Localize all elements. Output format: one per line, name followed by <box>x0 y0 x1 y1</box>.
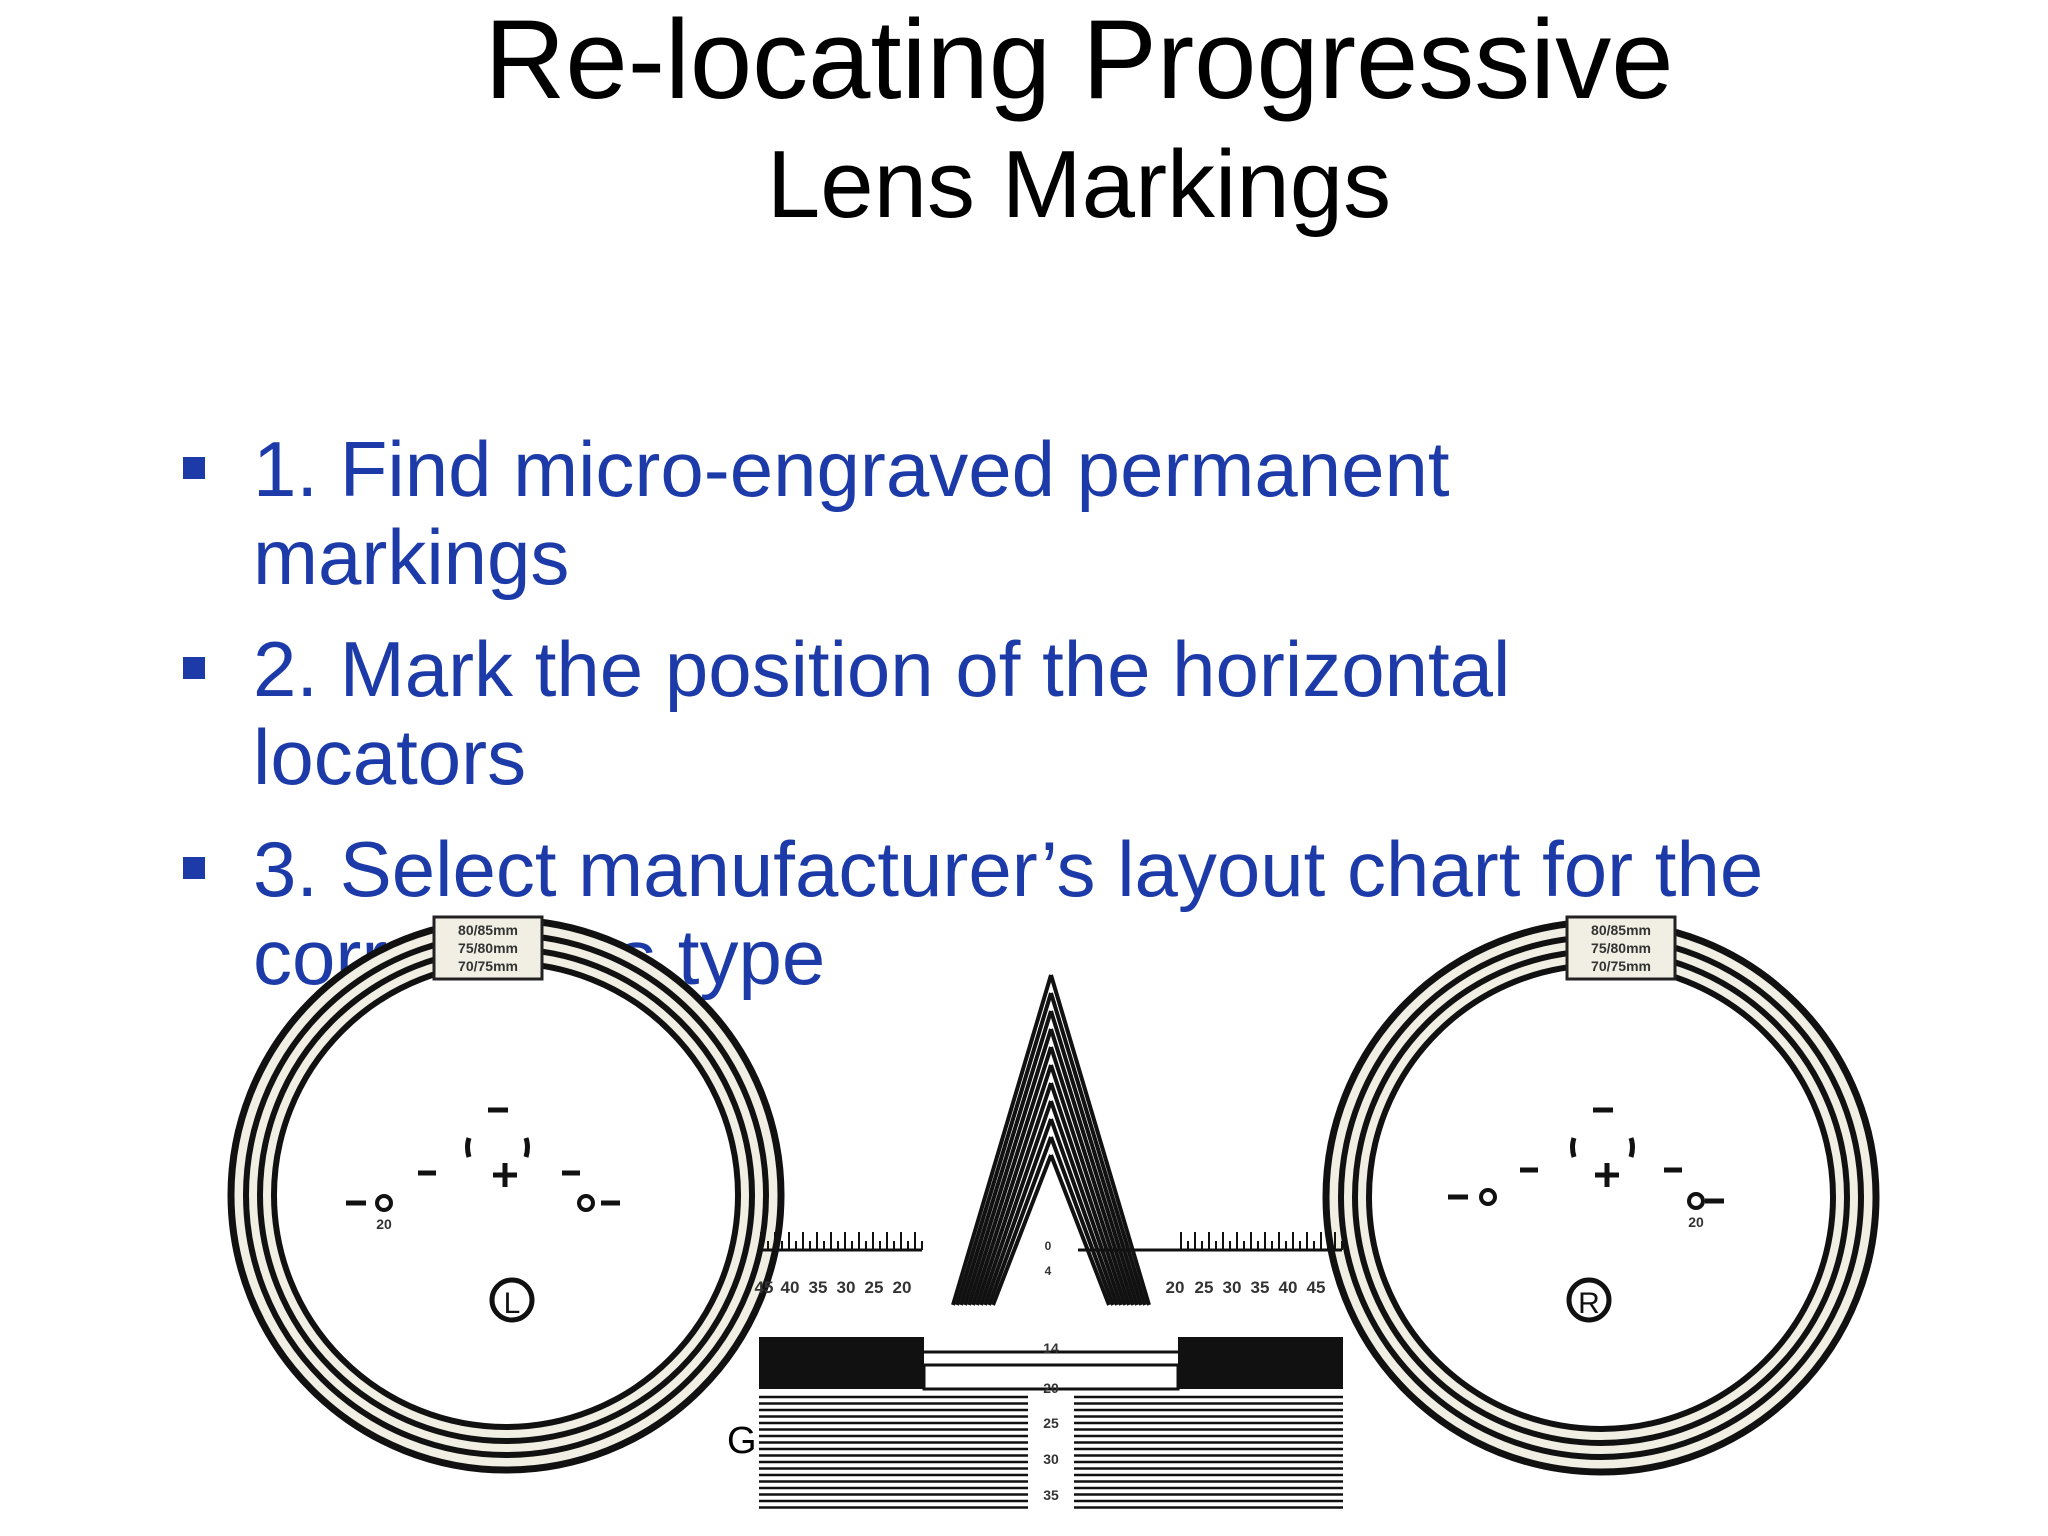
chart-line <box>1049 1046 1135 1306</box>
center-mark-label: 4 <box>1045 1264 1052 1278</box>
chart-line <box>991 1154 1053 1306</box>
pd-tick-label: 20 <box>1166 1278 1185 1297</box>
chart-line <box>987 1136 1053 1306</box>
left-lens-label: L <box>504 1287 521 1320</box>
slide-title-line2: Lens Markings <box>766 131 1392 238</box>
bullet-item-1: 1. Find micro-engraved permanent marking… <box>175 425 1775 601</box>
pd-tick-label: 45 <box>1307 1278 1326 1297</box>
fitting-cross-icon <box>1448 1107 1724 1204</box>
bullet-item-2: 2. Mark the position of the horizontal l… <box>175 625 1775 801</box>
chart-line <box>1049 1064 1131 1306</box>
slide-title-line1: Re-locating Progressive <box>484 0 1674 122</box>
chart-line <box>975 1082 1053 1306</box>
height-tick-label: 25 <box>1043 1415 1059 1431</box>
locator-label: 20 <box>1688 1214 1704 1230</box>
pd-tick-label: 40 <box>1279 1278 1298 1297</box>
bullet-square-icon <box>183 857 205 879</box>
chart-line <box>1049 1010 1143 1306</box>
horizontal-locator-icon <box>1479 1188 1497 1206</box>
horizontal-locator-icon <box>1687 1192 1705 1210</box>
horizontal-locator-icon <box>375 1194 393 1212</box>
pd-ruler-left <box>758 1232 923 1252</box>
chart-line <box>955 992 1053 1306</box>
right-lens-badge-icon <box>1566 1277 1612 1323</box>
bullet-text-1: 1. Find micro-engraved permanent marking… <box>253 425 1450 601</box>
bullet-square-icon <box>183 457 205 479</box>
chart-line <box>967 1046 1053 1306</box>
height-tick-label: 30 <box>1043 1451 1059 1467</box>
pd-tick-label: 40 <box>781 1278 800 1297</box>
footer-fragment: G <box>727 1420 757 1462</box>
pd-tick-label: 35 <box>809 1278 828 1297</box>
chart-line <box>1049 1118 1119 1306</box>
size-label-1: 80/85mm <box>1591 922 1651 938</box>
pd-tick-label: 20 <box>893 1278 912 1297</box>
chart-line <box>959 1010 1053 1306</box>
chart-line <box>963 1028 1053 1306</box>
horizontal-locator-icon <box>577 1194 595 1212</box>
pd-tick-label: 25 <box>865 1278 884 1297</box>
locator-label: 20 <box>376 1216 392 1232</box>
chart-line <box>1049 1154 1111 1306</box>
height-tick-label: 14 <box>1043 1340 1059 1356</box>
left-lens-badge-icon <box>489 1277 535 1323</box>
lens-layout-chart: 80/85mm 75/80mm 70/75mm 20 L 80/85mm 75/… <box>227 915 1880 1509</box>
pd-tick-label: 30 <box>837 1278 856 1297</box>
size-label-2: 75/80mm <box>1591 940 1651 956</box>
chart-line <box>1049 992 1147 1306</box>
chart-line <box>983 1118 1053 1306</box>
chart-line <box>1049 1136 1115 1306</box>
size-label-3: 70/75mm <box>1591 958 1651 974</box>
chart-line <box>1049 1028 1139 1306</box>
chart-line <box>1049 1100 1123 1306</box>
chart-line <box>979 1100 1053 1306</box>
size-label-1: 80/85mm <box>458 922 518 938</box>
bullet-square-icon <box>183 657 205 679</box>
left-lens-template: 80/85mm 75/80mm 70/75mm 20 L <box>227 915 785 1474</box>
size-label-2: 75/80mm <box>458 940 518 956</box>
right-lens-label: R <box>1578 1287 1600 1320</box>
right-lens-template: 80/85mm 75/80mm 70/75mm 20 R <box>1322 915 1880 1476</box>
center-mark-label: 0 <box>1045 1239 1052 1253</box>
chart-line <box>971 1064 1053 1306</box>
pd-tick-label: 30 <box>1223 1278 1242 1297</box>
pd-tick-label: 25 <box>1195 1278 1214 1297</box>
height-tick-label: 35 <box>1043 1487 1059 1503</box>
size-label-3: 70/75mm <box>458 958 518 974</box>
chart-line <box>1049 1082 1127 1306</box>
pd-tick-label: 35 <box>1251 1278 1270 1297</box>
bullet-text-2: 2. Mark the position of the horizontal l… <box>253 625 1511 801</box>
fitting-height-grid <box>759 1337 1343 1509</box>
chart-line <box>951 974 1053 1306</box>
center-pd-frame <box>951 974 1151 1306</box>
fitting-cross-icon <box>346 1107 620 1206</box>
height-tick-label: 20 <box>1043 1380 1059 1396</box>
pd-ruler-right <box>1078 1232 1343 1252</box>
pd-tick-label: 45 <box>755 1278 774 1297</box>
